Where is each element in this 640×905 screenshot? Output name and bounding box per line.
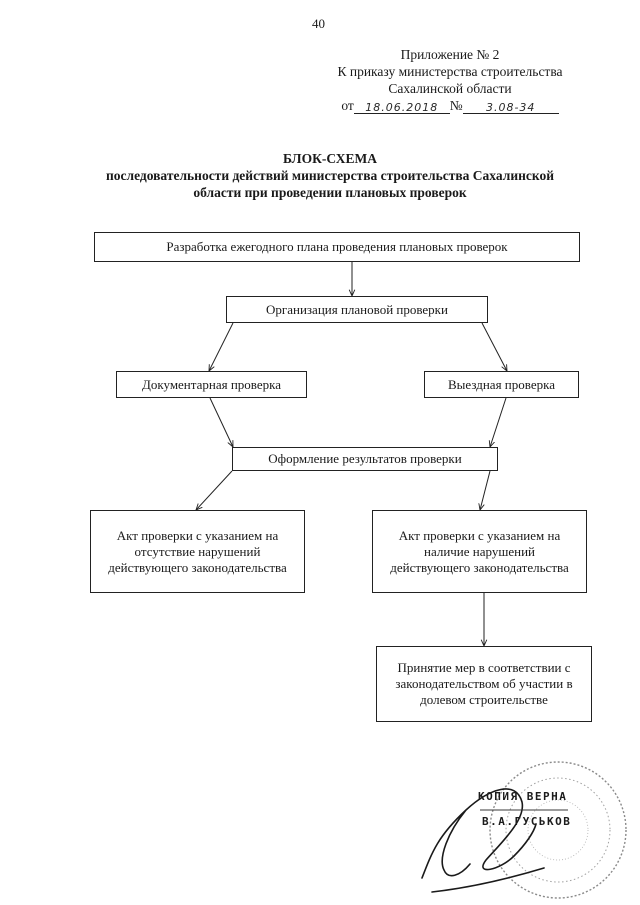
- order-line: К приказу министерства строительства: [337, 64, 563, 79]
- appendix-header: Приложение № 2 К приказу министерства ст…: [300, 46, 600, 114]
- document-title: БЛОК-СХЕМА последовательности действий м…: [60, 150, 600, 201]
- box-measures: Принятие мер в соответствии с законодате…: [376, 646, 592, 722]
- order-number: 3.08-34: [462, 99, 559, 114]
- arrow-results-to-act-violations: [480, 470, 491, 510]
- arrow-results-to-act-no-violations: [196, 470, 233, 510]
- certification-stamp: [421, 761, 627, 899]
- stamp-name: В.А.ГУСЬКОВ: [482, 815, 572, 828]
- signature: [421, 788, 545, 893]
- region-line: Сахалинской области: [388, 81, 512, 96]
- box-onsite-check: Выездная проверка: [424, 371, 579, 398]
- box-act-no-violations: Акт проверки с указанием на отсутствие н…: [90, 510, 305, 593]
- arrow-organization-to-documentary: [209, 322, 234, 371]
- number-label: №: [449, 98, 463, 113]
- box-plan-development: Разработка ежегодного плана проведения п…: [94, 232, 580, 262]
- title-subtitle-line1: последовательности действий министерства…: [105, 168, 554, 183]
- title-heading: БЛОК-СХЕМА: [282, 151, 378, 166]
- from-label: от: [341, 98, 354, 113]
- order-date: 18.06.2018: [353, 99, 450, 114]
- arrow-organization-to-onsite: [481, 322, 507, 371]
- box-results: Оформление результатов проверки: [232, 447, 498, 471]
- box-organization: Организация плановой проверки: [226, 296, 488, 323]
- box-documentary-check: Документарная проверка: [116, 371, 307, 398]
- appendix-title: Приложение № 2: [400, 47, 500, 62]
- arrow-onsite-to-results: [490, 397, 507, 447]
- page-number: 40: [312, 16, 325, 31]
- box-act-violations: Акт проверки с указанием на наличие нару…: [372, 510, 587, 593]
- arrow-documentary-to-results: [209, 397, 233, 447]
- stamp-copy-verified: КОПИЯ ВЕРНА: [478, 790, 568, 803]
- title-subtitle-line2: области при проведении плановых проверок: [193, 185, 467, 200]
